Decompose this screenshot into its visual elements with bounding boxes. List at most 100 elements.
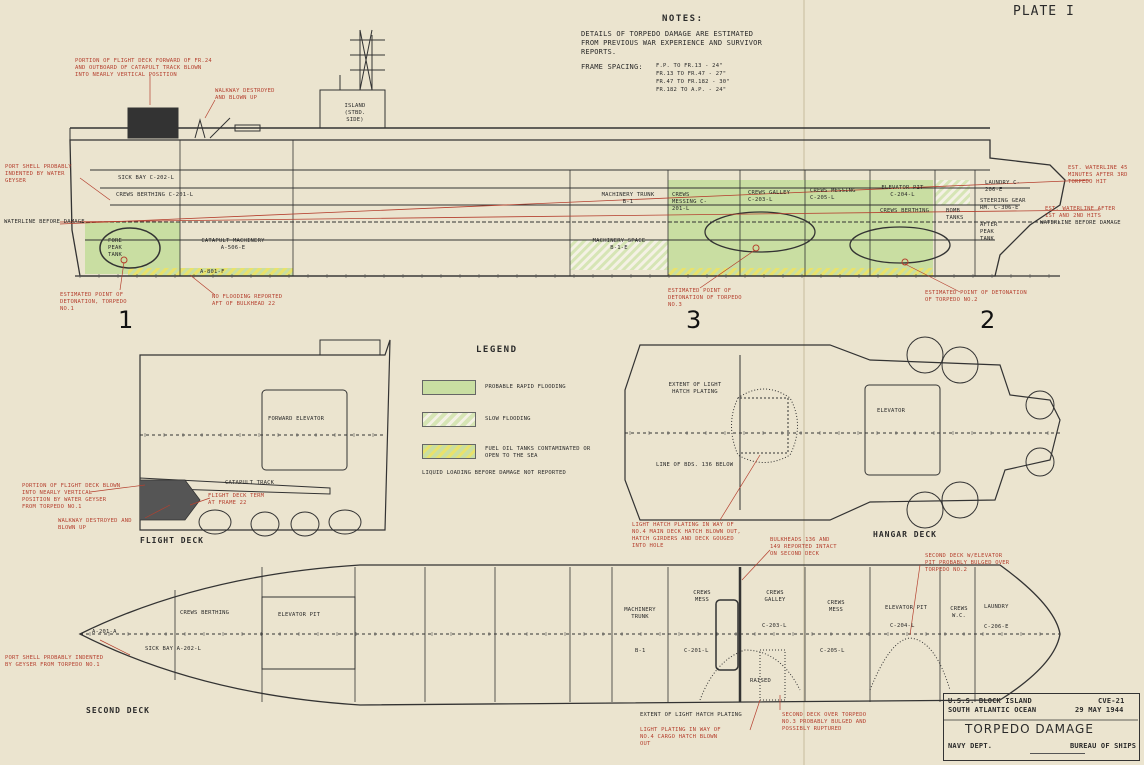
sd-elevator-pit: ELEVATOR PIT — [278, 612, 321, 618]
note-sd-bulged: SECOND DECK OVER TORPEDO NO.3 PROBABLY B… — [782, 712, 867, 732]
note-walkway: WALKWAY DESTROYED AND BLOWN UP — [215, 88, 275, 101]
extent-light-hatch-label: EXTENT OF LIGHT HATCH PLATING — [668, 382, 722, 395]
legend-fuel: FUEL OIL TANKS CONTAMINATED OR OPEN TO T… — [485, 446, 591, 459]
a801-label: A-801-F — [200, 269, 225, 275]
sd-elevator-pit-2: ELEVATOR PIT — [885, 605, 928, 611]
forward-elevator-label: FORWARD ELEVATOR — [268, 416, 325, 422]
island-label: ISLAND (STBD. SIDE) — [344, 103, 366, 123]
frame-spacing-label: FRAME SPACING: — [581, 63, 643, 71]
fore-peak-label: FORE PEAK TANK — [108, 238, 123, 258]
plate-number: PLATE I — [1013, 4, 1075, 19]
crews-berthing-aft-label: CREWS BERTHING — [880, 208, 930, 214]
note-sd-bulkheads: BULKHEADS 136 AND 149 REPORTED INTACT ON… — [770, 537, 837, 557]
leader-lines — [79, 75, 961, 731]
ship-profile — [59, 29, 1101, 277]
fold-crease — [803, 0, 805, 765]
sd-a201: A-201-A — [92, 629, 117, 635]
tb-ship: U.S.S. BLOCK ISLAND — [948, 697, 1032, 705]
legend-swatch-fuel — [422, 444, 476, 459]
legend-swatch-rapid — [422, 380, 476, 395]
sd-crews-mess-2: CREWS MESS — [827, 600, 845, 613]
waterline-fwd-label: WATERLINE BEFORE DAMAGE — [4, 219, 85, 225]
note-fd-portion: PORTION OF FLIGHT DECK BLOWN INTO NEARLY… — [22, 483, 121, 510]
torpedo-number-3: 3 — [686, 306, 702, 334]
sd-machinery-trunk: MACHINERY TRUNK — [624, 607, 656, 620]
hangar-deck-plan — [624, 336, 1061, 529]
hangar-elevator-label: ELEVATOR — [877, 408, 906, 414]
notes-heading: NOTES: — [662, 14, 704, 24]
notes-line-2: FROM PREVIOUS WAR EXPERIENCE AND SURVIVO… — [581, 39, 762, 47]
legend-heading: LEGEND — [476, 345, 518, 355]
note-no-flooding: NO FLOODING REPORTED AFT OF BULKHEAD 22 — [212, 294, 283, 307]
tb-navy: NAVY DEPT. — [948, 742, 993, 750]
tb-signature-line — [1030, 753, 1085, 754]
flight-deck-plan — [139, 339, 391, 537]
note-fd-walkway: WALKWAY DESTROYED AND BLOWN UP — [58, 518, 132, 531]
frame-spacing-1: F.P. TO FR.13 - 24" — [656, 63, 723, 69]
note-est-waterline-1: EST. WATERLINE 45 MINUTES AFTER 3RD TORP… — [1068, 165, 1128, 185]
legend-swatch-slow — [422, 412, 476, 427]
sd-laundry: LAUNDRY — [984, 604, 1009, 610]
torpedo-number-2: 2 — [980, 306, 996, 334]
second-deck-label: SECOND DECK — [86, 706, 150, 715]
laundry-label: LAUNDRY C-206-E — [985, 180, 1021, 193]
tb-title: TORPEDO DAMAGE — [965, 722, 1094, 736]
sd-crews-mess: CREWS MESS — [693, 590, 711, 603]
flood-fwd — [85, 222, 180, 274]
sd-c206: C-206-E — [984, 624, 1009, 630]
bomb-tanks-label: BOMB TANKS — [946, 208, 964, 221]
catapult-track-label: CATAPULT TRACK — [225, 480, 275, 486]
crew-berthing-fwd-label: CREWS BERTHING C-201-L — [116, 192, 194, 198]
steering-gear-label: STEERING GEAR RM. C-306-E — [980, 198, 1026, 211]
title-block — [943, 693, 1140, 761]
legend-slow: SLOW FLOODING — [485, 416, 531, 422]
note-torpedo-1: ESTIMATED POINT OF DETONATION, TORPEDO N… — [60, 292, 127, 312]
waterline-aft-label: WATERLINE BEFORE DAMAGE — [1040, 220, 1121, 226]
tb-date: 29 MAY 1944 — [1075, 706, 1124, 714]
elevator-pit-label: ELEVATOR PIT C-204-L — [881, 185, 924, 198]
fuel-aft — [668, 268, 933, 276]
note-sd-port-shell: PORT SHELL PROBABLY INDENTED BY GEYSER F… — [5, 655, 104, 668]
sd-c204: C-204-L — [890, 623, 915, 629]
line-bds-label: LINE OF BDS. 136 BELOW — [656, 462, 734, 468]
crews-galley-label: CREWS GALLEY C-203-L — [748, 190, 791, 203]
tb-bureau: BUREAU OF SHIPS — [1070, 742, 1137, 750]
tb-hull: CVE-21 — [1098, 697, 1125, 705]
sd-c203: C-203-L — [762, 623, 787, 629]
fuel-fwd — [128, 268, 293, 276]
note-port-shell: PORT SHELL PROBABLY INDENTED BY WATER GE… — [5, 164, 72, 184]
note-torpedo-2: ESTIMATED POINT OF DETONATION OF TORPEDO… — [925, 290, 1027, 303]
tb-location: SOUTH ATLANTIC OCEAN — [948, 706, 1037, 714]
notes-line-3: REPORTS. — [581, 48, 617, 56]
notes-line-1: DETAILS OF TORPEDO DAMAGE ARE ESTIMATED — [581, 30, 754, 38]
sd-c201: C-201-L — [684, 648, 709, 654]
sd-b1: B-1 — [635, 648, 646, 654]
sd-sick-bay: SICK BAY A-202-L — [145, 646, 202, 652]
frame-spacing-3: FR.47 TO FR.182 - 30" — [656, 79, 730, 85]
legend-rapid: PROBABLE RAPID FLOODING — [485, 384, 566, 390]
flood-slow — [570, 240, 668, 270]
sd-c205: C-205-L — [820, 648, 845, 654]
note-hangar-hatch: LIGHT HATCH PLATING IN WAY OF NO.4 MAIN … — [632, 522, 741, 549]
crews-messing-2-label: CREWS MESSING C-205-L — [810, 188, 856, 201]
note-torpedo-3: ESTIMATED POINT OF DETONATION OF TORPEDO… — [668, 288, 742, 308]
machinery-space-label: MACHINERY SPACE B-1-E — [592, 238, 646, 251]
second-deck-plan — [78, 564, 1061, 706]
catapult-machinery-label: CATAPULT MACHINERY A-506-E — [201, 238, 265, 251]
torpedo-number-1: 1 — [118, 306, 134, 334]
sd-raised: RAISED — [750, 678, 772, 684]
frame-spacing-2: FR.13 TO FR.47 - 27" — [656, 71, 727, 77]
note-sd-extent: EXTENT OF LIGHT HATCH PLATING — [640, 712, 742, 718]
note-flight-deck-portion: PORTION OF FLIGHT DECK FORWARD OF FR.24 … — [75, 58, 212, 78]
hangar-deck-label: HANGAR DECK — [873, 530, 937, 539]
note-sd-light-plating: LIGHT PLATING IN WAY OF NO.4 CARGO HATCH… — [640, 727, 721, 747]
machinery-trunk-label: MACHINERY TRUNK B-1 — [601, 192, 655, 205]
flight-deck-label: FLIGHT DECK — [140, 536, 204, 545]
sick-bay-label: SICK BAY C-202-L — [118, 175, 175, 181]
note-fd-term: FLIGHT DECK TERM AT FRAME 22 — [208, 493, 265, 506]
sd-crews-galley: CREWS GALLEY — [764, 590, 786, 603]
sd-crews-wc: CREWS W.C. — [950, 606, 968, 619]
note-est-waterline-2: EST. WATERLINE AFTER 1ST AND 2ND HITS — [1045, 206, 1116, 219]
